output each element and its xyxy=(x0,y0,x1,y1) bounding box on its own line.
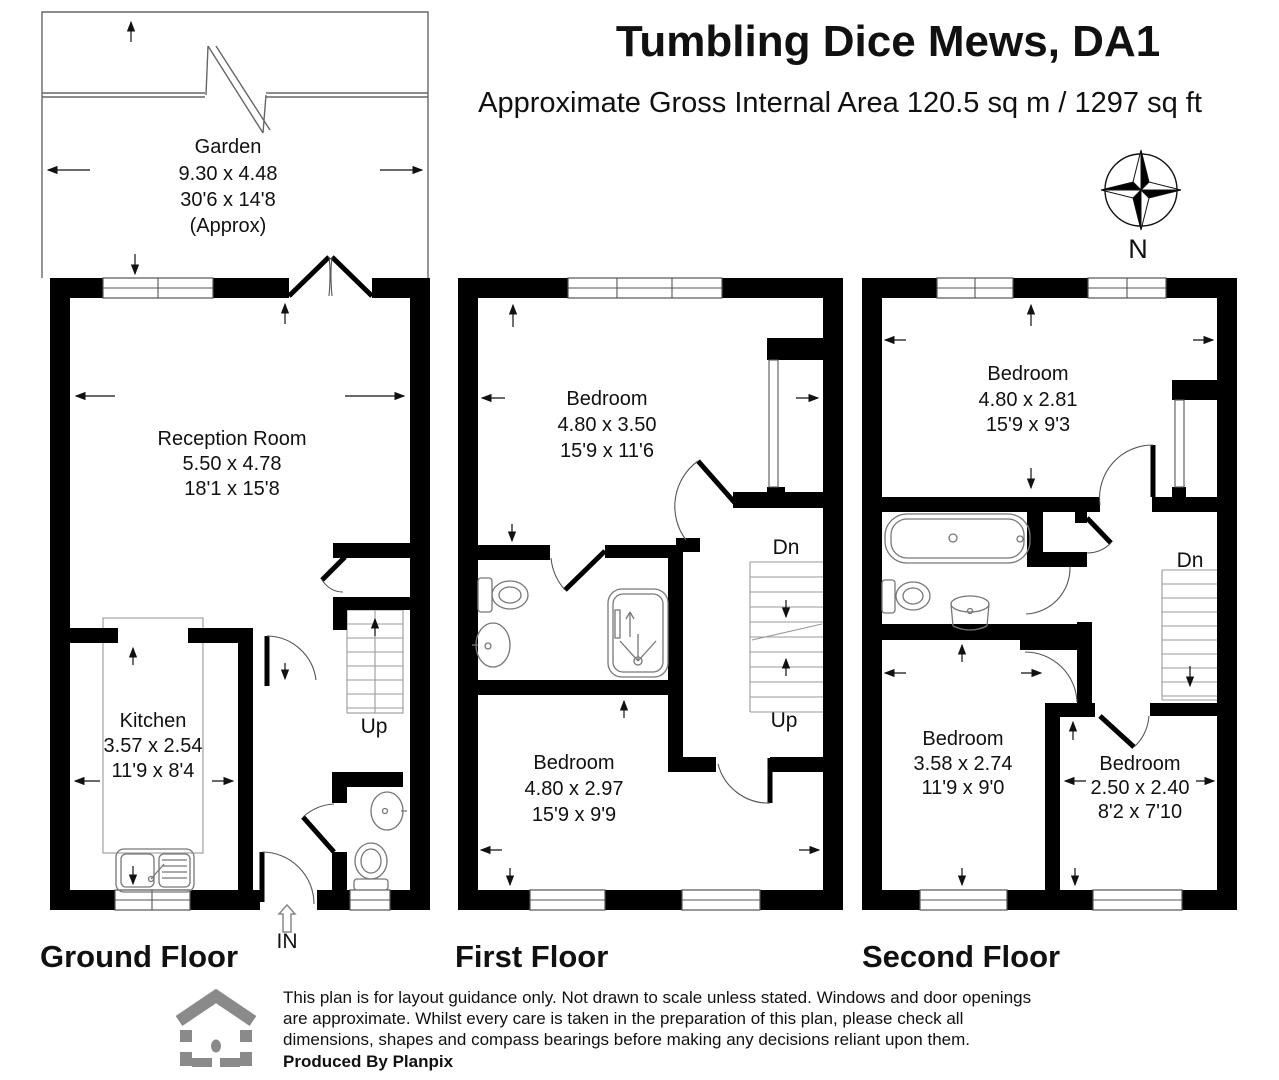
garden-break-mark xyxy=(205,45,271,134)
toilet xyxy=(881,579,931,614)
second-bedroom-front-name: Bedroom xyxy=(987,363,1068,385)
second-floor-title: Second Floor xyxy=(862,939,1060,974)
wc-toilet xyxy=(353,842,389,891)
garden: Garden 9.30 x 4.48 30'6 x 14'8 (Approx) xyxy=(41,11,429,278)
kitchen-metric: 3.57 x 2.54 xyxy=(104,735,203,757)
cupboard-door xyxy=(320,555,347,593)
bath xyxy=(884,513,1031,564)
stairs-up-label: Up xyxy=(361,715,388,738)
window xyxy=(681,889,761,911)
kitchen-name: Kitchen xyxy=(120,710,187,732)
basin xyxy=(950,595,990,631)
page-title: Tumbling Dice Mews, DA1 xyxy=(616,17,1160,66)
garden-approx-note: (Approx) xyxy=(190,215,267,237)
shower xyxy=(607,588,669,678)
second-bedroom-back-metric: 3.58 x 2.74 xyxy=(914,753,1013,775)
second-floor-plan: Bedroom 4.80 x 2.81 15'9 x 9'3 Bedroom 3… xyxy=(862,277,1237,974)
first-bedroom-back-imperial: 15'9 x 9'9 xyxy=(532,804,616,826)
bedroom-small-door xyxy=(1098,714,1150,749)
first-bedroom-back-metric: 4.80 x 2.97 xyxy=(525,778,624,800)
window xyxy=(102,277,214,299)
compass-icon: N xyxy=(1100,149,1182,264)
garden-size-imperial: 30'6 x 14'8 xyxy=(180,189,276,211)
stairs-down-label: Dn xyxy=(1177,549,1204,572)
entrance-label: IN xyxy=(277,930,298,953)
window xyxy=(1087,277,1167,299)
footer: This plan is for layout guidance only. N… xyxy=(175,988,1031,1071)
first-floor-title: First Floor xyxy=(455,939,608,974)
disclaimer-line-1: This plan is for layout guidance only. N… xyxy=(283,988,1031,1007)
disclaimer-line-2: are approximate. Whilst every care is ta… xyxy=(283,1009,963,1028)
disclaimer-line-3: dimensions, shapes and compass bearings … xyxy=(283,1030,970,1049)
first-bedroom-front-metric: 4.80 x 3.50 xyxy=(558,414,657,436)
second-bedroom-small-name: Bedroom xyxy=(1099,753,1180,775)
bedroom-front-door xyxy=(1098,444,1156,506)
first-bedroom-back-name: Bedroom xyxy=(533,752,614,774)
second-bedroom-small-metric: 2.50 x 2.40 xyxy=(1091,777,1190,799)
entrance-arrow-icon xyxy=(277,903,297,933)
window xyxy=(529,889,606,911)
bathroom-door xyxy=(1025,516,1113,615)
recessed-window xyxy=(768,359,779,488)
bedroom-front-door xyxy=(674,459,737,541)
reception-door xyxy=(264,635,317,686)
reception-room-metric: 5.50 x 4.78 xyxy=(183,453,282,475)
planpix-logo-icon xyxy=(175,988,257,1067)
second-bedroom-back-imperial: 11'9 x 9'0 xyxy=(922,777,1005,799)
staircase-first xyxy=(749,561,823,713)
stairs-up-label: Up xyxy=(771,709,798,732)
ground-floor-title: Ground Floor xyxy=(40,939,238,974)
produced-by: Produced By Planpix xyxy=(283,1052,454,1071)
header: Tumbling Dice Mews, DA1 Approximate Gros… xyxy=(478,17,1202,119)
reception-room-name: Reception Room xyxy=(158,428,307,450)
compass-north-label: N xyxy=(1128,234,1148,264)
front-door xyxy=(259,851,315,905)
toilet xyxy=(477,577,529,613)
window xyxy=(349,889,391,911)
reception-room-imperial: 18'1 x 15'8 xyxy=(184,478,280,500)
staircase-second xyxy=(1161,569,1217,701)
first-bedroom-front-imperial: 15'9 x 11'6 xyxy=(560,440,654,462)
bedroom-back-door xyxy=(1024,651,1078,703)
french-doors xyxy=(287,255,374,298)
second-bedroom-front-imperial: 15'9 x 9'3 xyxy=(986,414,1070,436)
window xyxy=(936,277,1014,299)
kitchen-unit-outline xyxy=(102,617,204,854)
wc-door xyxy=(301,803,336,854)
stairs-down-label: Dn xyxy=(773,536,800,559)
wc-basin xyxy=(370,791,407,831)
first-floor-plan: Bedroom 4.80 x 3.50 15'9 x 11'6 Bedroom … xyxy=(455,277,843,974)
window xyxy=(567,277,723,299)
staircase-ground xyxy=(346,609,404,714)
first-bedroom-front-name: Bedroom xyxy=(566,388,647,410)
kitchen-imperial: 11'9 x 8'4 xyxy=(112,760,195,782)
window xyxy=(1092,889,1183,911)
window xyxy=(114,889,191,911)
ground-floor-plan: Reception Room 5.50 x 4.78 18'1 x 15'8 K… xyxy=(40,255,430,974)
recessed-window xyxy=(1174,399,1185,488)
bathroom-door xyxy=(550,549,607,592)
second-bedroom-small-imperial: 8'2 x 7'10 xyxy=(1098,801,1182,823)
bedroom-back-door xyxy=(717,758,773,804)
window xyxy=(919,889,1008,911)
garden-name: Garden xyxy=(195,136,262,158)
second-bedroom-back-name: Bedroom xyxy=(922,728,1003,750)
basin xyxy=(472,622,511,668)
garden-size-metric: 9.30 x 4.48 xyxy=(179,163,278,185)
kitchen-sink xyxy=(115,848,195,893)
second-bedroom-front-metric: 4.80 x 2.81 xyxy=(979,389,1078,411)
page-subtitle: Approximate Gross Internal Area 120.5 sq… xyxy=(478,87,1202,119)
